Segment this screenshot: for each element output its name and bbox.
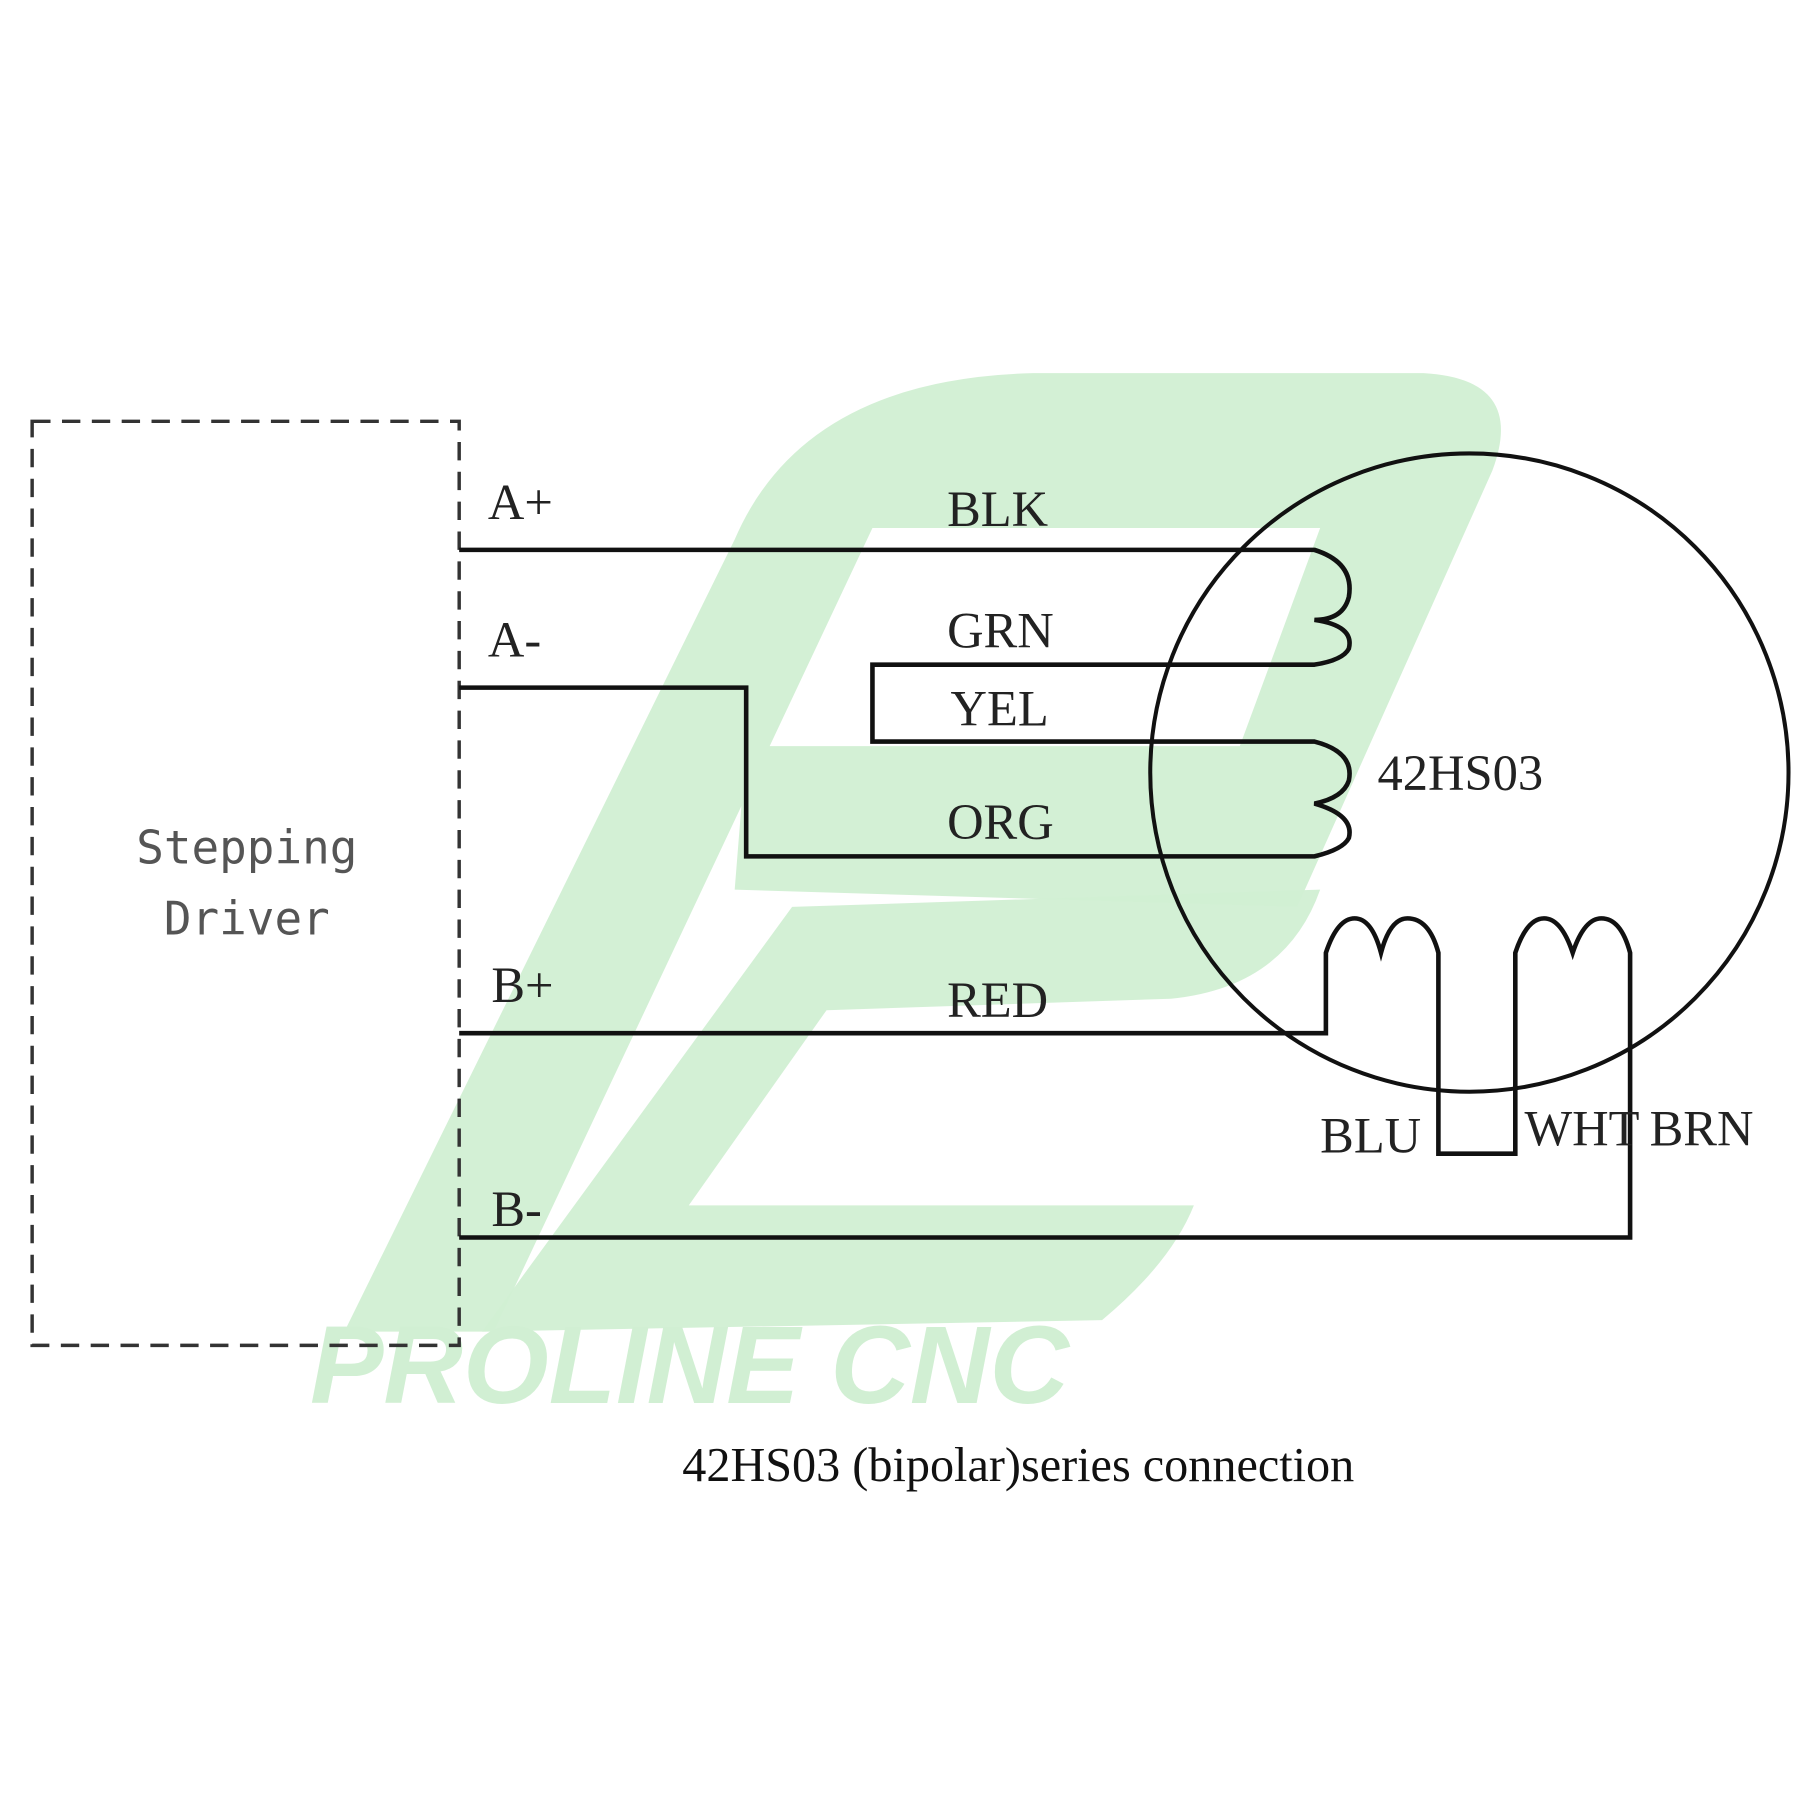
coil-b <box>459 916 1633 1240</box>
terminal-b-minus: B- <box>491 1181 542 1237</box>
driver-label-2: Driver <box>164 891 330 945</box>
wire-label-grn: GRN <box>947 602 1054 658</box>
terminal-b-plus: B+ <box>491 957 553 1013</box>
diagram-caption: 42HS03 (bipolar)series connection <box>682 1439 1354 1492</box>
motor-circle <box>1148 451 1791 1094</box>
phase-b-wire <box>459 916 1633 1240</box>
driver-label-1: Stepping <box>136 820 357 874</box>
phase-a-wire <box>459 547 1352 859</box>
motor-model-label: 42HS03 <box>1378 745 1544 801</box>
terminal-a-minus: A- <box>488 612 541 668</box>
watermark-text: PROLINE CNC <box>310 1304 1071 1427</box>
terminal-a-plus: A+ <box>488 474 553 530</box>
wire-label-org: ORG <box>947 794 1054 850</box>
watermark-logo: PROLINE CNC <box>310 373 1501 1427</box>
driver-box <box>30 419 461 1348</box>
wire-label-red: RED <box>947 972 1048 1028</box>
coil-a <box>459 547 1352 859</box>
wire-label-yel: YEL <box>951 681 1049 737</box>
wire-label-blk: BLK <box>947 481 1048 537</box>
wire-label-wht: WHT <box>1524 1101 1639 1157</box>
wire-label-blu: BLU <box>1320 1108 1421 1164</box>
wire-label-brn: BRN <box>1650 1101 1754 1157</box>
